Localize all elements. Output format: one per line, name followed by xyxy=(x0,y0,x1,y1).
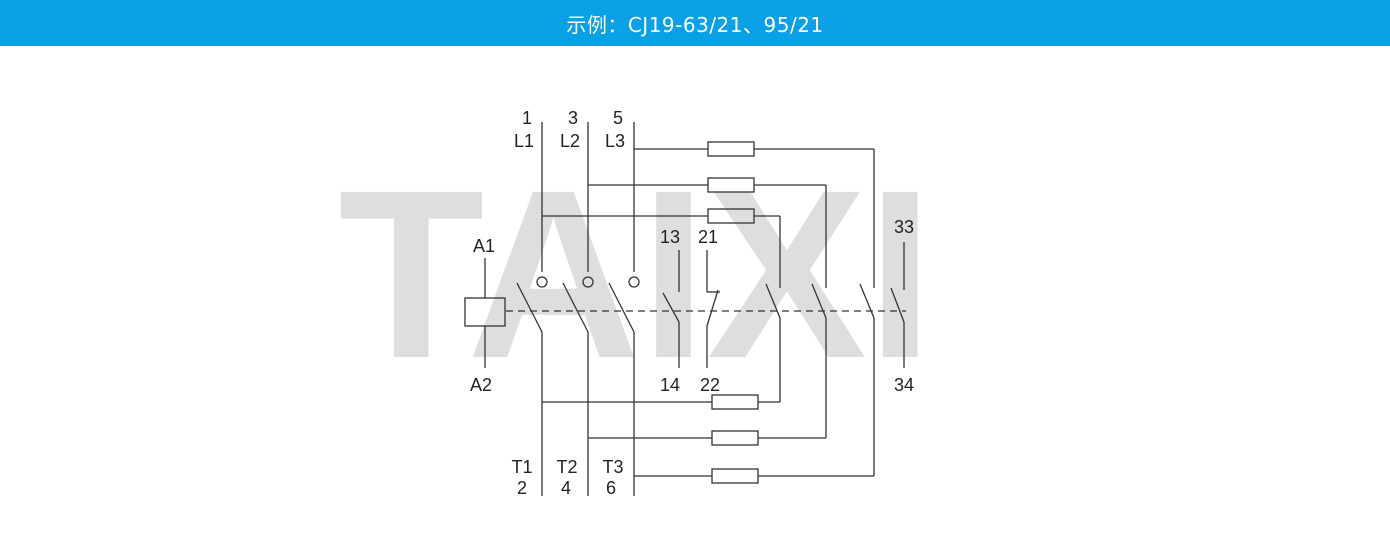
label-aux-21: 21 xyxy=(698,227,718,247)
contact-l3-blade xyxy=(608,282,635,333)
label-aux-22: 22 xyxy=(700,375,720,395)
label-t1-number: 2 xyxy=(517,478,527,498)
label-aux-14: 14 xyxy=(660,375,680,395)
label-t1-name: T1 xyxy=(511,457,532,477)
label-t2-name: T2 xyxy=(556,457,577,477)
header-banner: 示例：CJ19-63/21、95/21 xyxy=(0,0,1390,46)
label-l2-number: 3 xyxy=(568,108,578,128)
label-l1-number: 1 xyxy=(522,108,532,128)
branch-c-blade xyxy=(859,283,875,319)
label-aux-34: 34 xyxy=(894,375,914,395)
contact-l1-dot xyxy=(536,276,548,288)
label-l2-name: L2 xyxy=(560,131,580,151)
contact-l3-dot xyxy=(628,276,640,288)
label-coil-a1: A1 xyxy=(473,236,495,256)
wiring-diagram: TAIXI xyxy=(338,108,934,498)
label-l3-number: 5 xyxy=(613,108,623,128)
branch-b-blade xyxy=(811,283,827,319)
aux-nc-blade xyxy=(706,289,719,327)
banner-title: 示例：CJ19-63/21、95/21 xyxy=(566,12,824,37)
resistor-bottom-2 xyxy=(711,430,759,446)
resistor-bottom-3 xyxy=(711,468,759,484)
label-t2-number: 4 xyxy=(561,478,571,498)
aux-no-blade xyxy=(662,292,680,323)
label-l1-name: L1 xyxy=(514,131,534,151)
contact-l1-blade xyxy=(516,282,543,333)
contact-l2-dot xyxy=(582,276,594,288)
diagram-canvas: TAIXI xyxy=(0,46,1390,545)
label-l3-name: L3 xyxy=(605,131,625,151)
branch-a-blade xyxy=(765,283,781,319)
label-t3-number: 6 xyxy=(606,478,616,498)
label-coil-a2: A2 xyxy=(470,375,492,395)
aux-33-blade xyxy=(890,287,905,323)
label-t3-name: T3 xyxy=(602,457,623,477)
watermark-text: TAIXI xyxy=(338,140,934,408)
label-aux-13: 13 xyxy=(660,227,680,247)
contact-l2-blade xyxy=(562,282,589,333)
label-aux-33: 33 xyxy=(894,217,914,237)
